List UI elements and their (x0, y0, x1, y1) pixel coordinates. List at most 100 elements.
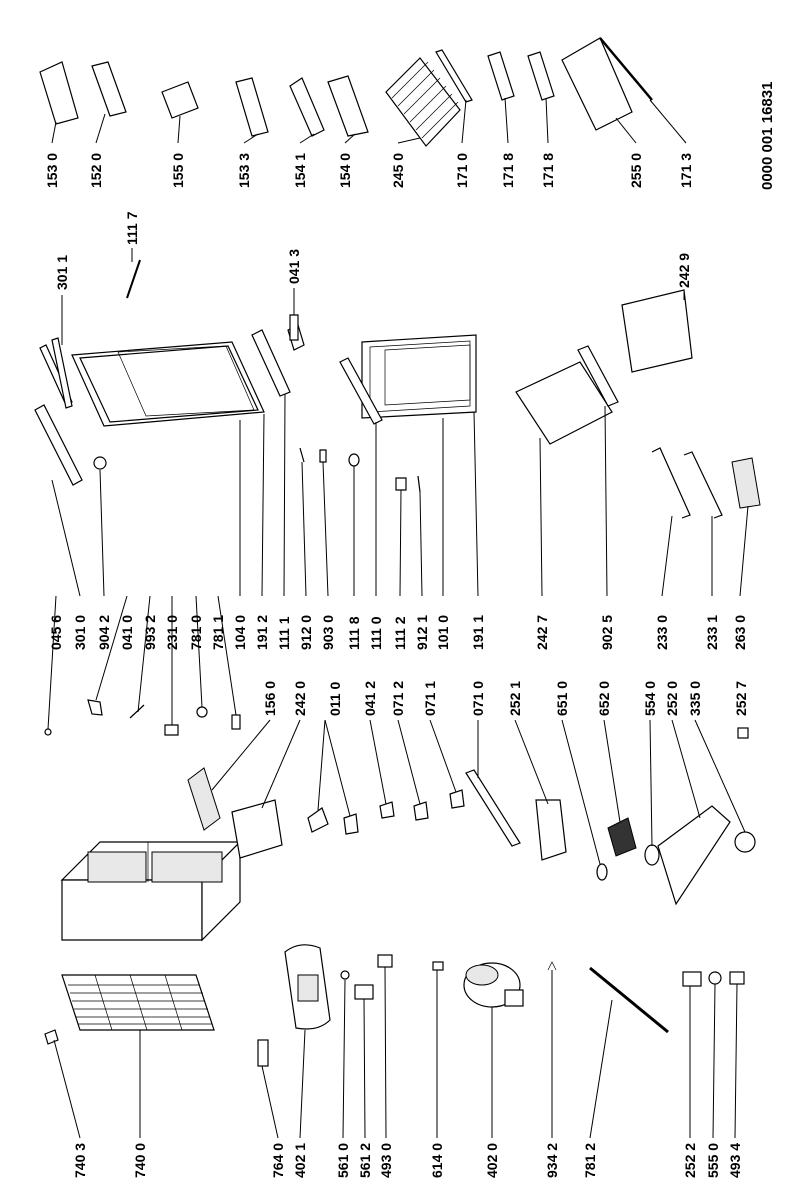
label-242-7: 242 7 (534, 615, 550, 650)
top-trim-drawing (51, 337, 73, 409)
screw-drawings (299, 447, 421, 493)
label-153-0: 153 0 (44, 153, 60, 188)
condenser-bracket-drawing (44, 1029, 59, 1045)
shelf-supports-drawing (487, 51, 555, 101)
hinge-parts-drawing (307, 789, 465, 835)
label-152-0: 152 0 (88, 153, 104, 188)
label-493-0: 493 0 (378, 1143, 394, 1178)
label-242-9: 242 9 (676, 253, 692, 288)
small-fittings-left (340, 954, 444, 1000)
flap-hinge-drawing (289, 314, 299, 341)
small-clip-drawing (737, 727, 749, 739)
ice-tray-drawing (187, 767, 221, 831)
label-652-0: 652 0 (596, 681, 612, 716)
thermostat-housing-drawing (535, 799, 567, 861)
label-171-8-b: 171 8 (540, 153, 556, 188)
fridge-door-drawing (361, 334, 477, 419)
label-155-0: 155 0 (170, 153, 186, 188)
label-781-0: 781 0 (188, 615, 204, 650)
control-panel-drawing (657, 805, 731, 906)
long-rod-drawing (589, 966, 669, 1034)
label-252-7: 252 7 (733, 681, 749, 716)
freezer-drawer-drawing (231, 799, 283, 859)
glass-shelf-trim-drawing (599, 37, 653, 101)
compressor-drawing (463, 962, 524, 1008)
drip-tray-drawing (284, 944, 331, 1030)
label-651-0: 651 0 (554, 681, 570, 716)
label-111-2: 111 2 (392, 616, 408, 650)
label-011-0: 011 0 (327, 682, 343, 716)
glass-shelf-drawing (561, 37, 633, 131)
label-154-0: 154 0 (337, 153, 353, 188)
label-301-1: 301 1 (54, 255, 70, 290)
shelf-trims-drawing (651, 447, 761, 519)
label-252-0: 252 0 (664, 681, 680, 716)
door-shelf-154-1 (289, 77, 325, 137)
label-171-0: 171 0 (454, 153, 470, 188)
freezer-door-drawing (71, 341, 265, 427)
label-934-2: 934 2 (544, 1143, 560, 1178)
label-764-0: 764 0 (270, 1143, 286, 1178)
label-740-0: 740 0 (132, 1143, 148, 1178)
label-561-0: 561 0 (335, 1143, 351, 1178)
wire-clip-drawing (547, 961, 557, 971)
document-number: 0000 001 16831 (759, 82, 776, 190)
label-071-1: 071 1 (422, 681, 438, 716)
label-111-0: 111 0 (368, 616, 384, 650)
label-555-0: 555 0 (705, 1143, 721, 1178)
label-171-3: 171 3 (678, 153, 694, 188)
lamp-drawing (596, 863, 608, 881)
label-111-8: 111 8 (346, 616, 362, 650)
label-781-2: 781 2 (582, 1143, 598, 1178)
label-071-2: 071 2 (390, 681, 406, 716)
door-shelf-153-3 (235, 77, 269, 137)
label-231-0: 231 0 (164, 615, 180, 650)
small-bottom-parts (682, 971, 745, 987)
label-171-8-a: 171 8 (500, 153, 516, 188)
label-156-0: 156 0 (262, 681, 278, 716)
spring-drawing (644, 844, 660, 866)
label-402-0: 402 0 (484, 1143, 500, 1178)
starter-relay-drawing (257, 1039, 269, 1067)
crisper-cover-drawing (577, 345, 619, 407)
label-233-0: 233 0 (654, 615, 670, 650)
label-993-2: 993 2 (142, 615, 158, 650)
shelf-trim-171-0 (435, 49, 473, 103)
label-740-3: 740 3 (72, 1143, 88, 1178)
knob-drawing (734, 831, 756, 853)
thermostat-drawing (607, 817, 637, 857)
label-191-1: 191 1 (470, 615, 486, 650)
label-041-3: 041 3 (286, 249, 302, 284)
label-242-0: 242 0 (292, 681, 308, 716)
label-912-0: 912 0 (298, 615, 314, 650)
hinge-pin-drawing (93, 456, 107, 470)
label-903-0: 903 0 (320, 615, 336, 650)
label-554-0: 554 0 (642, 681, 658, 716)
label-255-0: 255 0 (628, 153, 644, 188)
door-shelf-154-0 (327, 75, 369, 137)
fridge-door-handle-drawing (339, 357, 383, 425)
label-493-4: 493 4 (727, 1143, 743, 1178)
label-301-0: 301 0 (72, 615, 88, 650)
label-781-1: 781 1 (210, 615, 226, 650)
label-041-2: 041 2 (362, 681, 378, 716)
label-041-0: 041 0 (119, 615, 135, 650)
label-902-5: 902 5 (599, 615, 615, 650)
hinge-bracket-drawing (251, 329, 291, 397)
label-561-2: 561 2 (357, 1143, 373, 1178)
cabinet-drawing (60, 840, 242, 942)
label-045-6: 045 6 (48, 615, 64, 650)
door-handle-drawing (34, 404, 83, 486)
label-614-0: 614 0 (429, 1143, 445, 1178)
label-335-0: 335 0 (687, 681, 703, 716)
label-252-2: 252 2 (682, 1143, 698, 1178)
label-154-1: 154 1 (292, 153, 308, 188)
label-111-7: 111 7 (124, 211, 140, 245)
label-101-0: 101 0 (435, 615, 451, 650)
label-402-1: 402 1 (292, 1143, 308, 1178)
label-104-0: 104 0 (232, 615, 248, 650)
label-912-1: 912 1 (414, 615, 430, 650)
label-153-3: 153 3 (236, 153, 252, 188)
crisper-drawer-right-drawing (621, 289, 693, 373)
